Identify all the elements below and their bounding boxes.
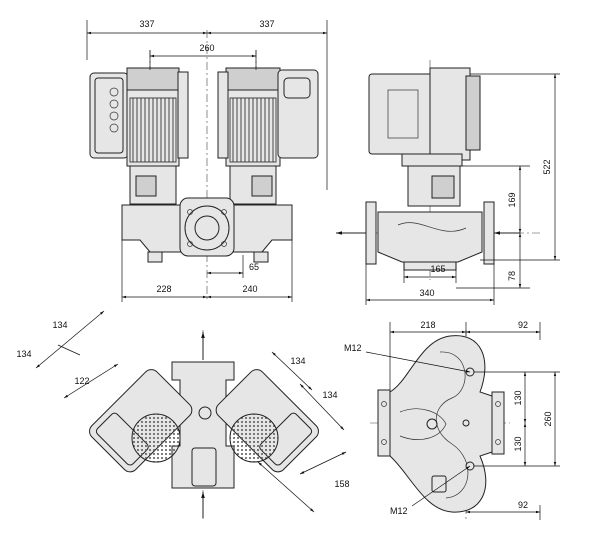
dim-base-half-top: 130 <box>513 390 523 405</box>
dim-top-diag-a: 134 <box>52 320 67 330</box>
dim-top-diag-b: 134 <box>16 349 31 359</box>
dim-base-half-bottom: 130 <box>513 436 523 451</box>
top-view: 134 134 122 134 134 158 <box>16 310 350 520</box>
bolt-label-top: M12 <box>344 343 362 353</box>
dim-front-bottom-left: 228 <box>156 284 171 294</box>
dim-top-diag-c: 122 <box>74 376 89 386</box>
bolt-label-bottom: M12 <box>390 506 408 516</box>
dim-front-offset: 65 <box>249 262 259 272</box>
dim-side-total-width: 340 <box>419 288 434 298</box>
dim-base-width: 218 <box>420 320 435 330</box>
dim-top-diag-e: 134 <box>322 390 337 400</box>
front-view: 337 337 260 65 228 240 <box>86 19 328 302</box>
dim-side-inner-width: 165 <box>430 264 445 274</box>
dim-front-bottom-right: 240 <box>242 284 257 294</box>
base-view: 218 92 92 130 130 260 M12 M12 <box>344 320 560 520</box>
right-motor <box>217 67 319 167</box>
dim-side-lower: 78 <box>507 271 517 281</box>
dim-front-top-right: 337 <box>259 19 274 29</box>
dim-top-diag-d: 134 <box>290 356 305 366</box>
dim-side-upper: 169 <box>507 192 517 207</box>
side-view: 522 169 78 165 340 <box>336 60 560 305</box>
dim-front-top-left: 337 <box>139 19 154 29</box>
dim-top-diag-f: 158 <box>334 479 349 489</box>
left-motor <box>89 67 189 167</box>
dim-side-total-height: 522 <box>542 159 552 174</box>
dim-base-right-bottom: 92 <box>518 500 528 510</box>
dim-base-total: 260 <box>543 411 553 426</box>
dim-front-center: 260 <box>199 43 214 53</box>
dim-base-right-top: 92 <box>518 320 528 330</box>
